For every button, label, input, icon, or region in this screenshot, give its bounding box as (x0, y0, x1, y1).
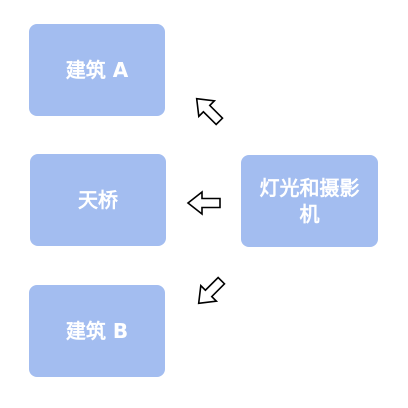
arrow-down-left-icon (197, 276, 226, 305)
node-building-b-label: 建筑 B (65, 319, 129, 343)
arrow-up-left-icon (195, 97, 224, 126)
node-lighting-camera-label: 灯光和摄影机 (259, 176, 360, 226)
node-building-a-label: 建筑 A (65, 58, 129, 82)
node-building-a[interactable]: 建筑 A (29, 24, 165, 116)
node-bridge[interactable]: 天桥 (30, 154, 166, 246)
node-bridge-label: 天桥 (78, 188, 118, 212)
node-lighting-camera[interactable]: 灯光和摄影机 (241, 155, 378, 247)
arrow-left-icon (186, 190, 221, 216)
node-building-b[interactable]: 建筑 B (29, 285, 165, 377)
